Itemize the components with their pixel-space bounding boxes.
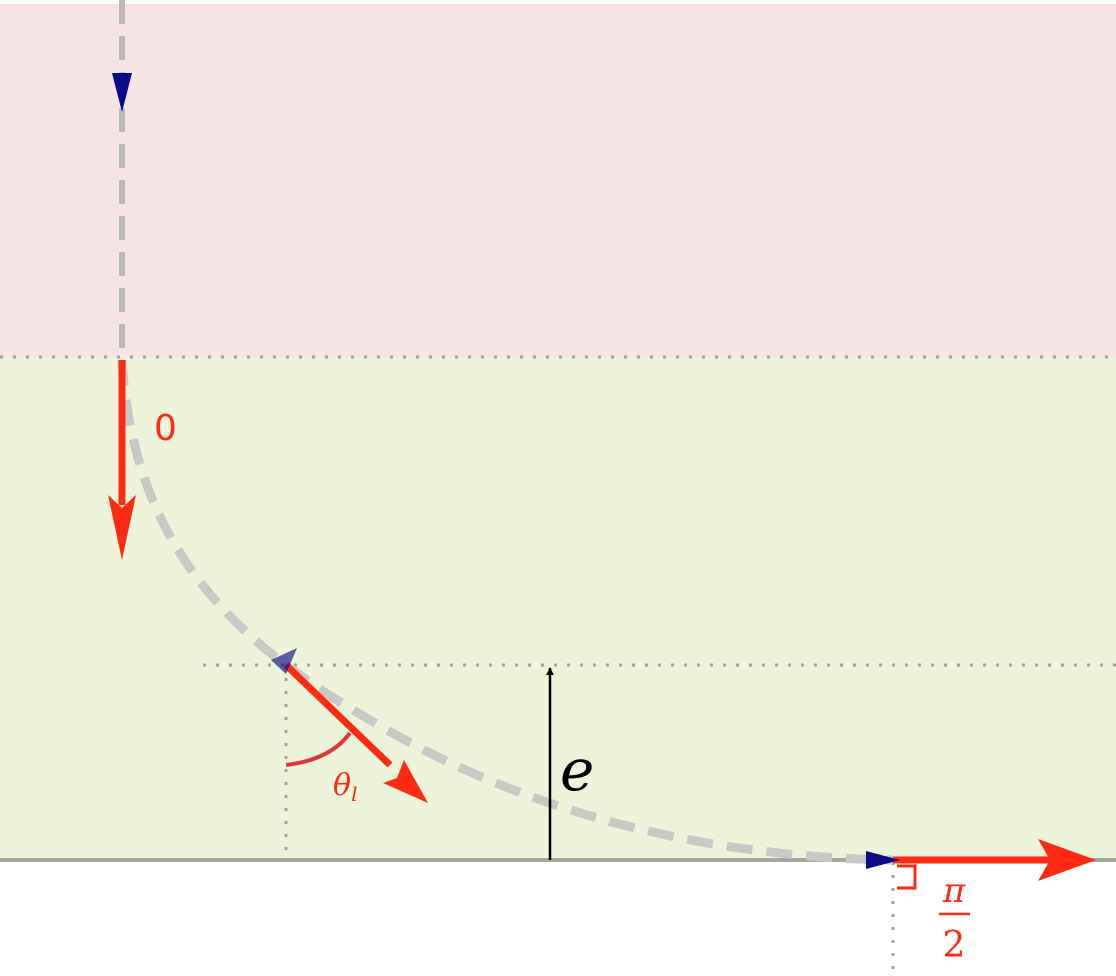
local-angle-label: θl: [333, 768, 357, 806]
exit-angle-numerator: π: [942, 871, 966, 911]
local-direction-arrow: [283, 662, 428, 803]
exit-angle-label: π 2: [939, 871, 970, 966]
local-angle-subscript: l: [351, 782, 357, 806]
incident-direction-arrow: [108, 360, 136, 560]
flow-marker-mid: [271, 648, 297, 674]
exit-angle-denominator: 2: [943, 925, 966, 966]
incident-angle-label: 0: [154, 408, 177, 449]
below-region: [0, 860, 1116, 976]
ray-path: [117, 359, 894, 865]
flow-marker-exit: [866, 851, 900, 869]
local-angle-symbol: θ: [333, 768, 351, 803]
exit-direction-arrow: [893, 839, 1096, 881]
flow-marker-top: [112, 73, 132, 112]
lower-region: [0, 357, 1116, 860]
right-angle-mark: [897, 864, 917, 890]
upper-region: [0, 4, 1116, 357]
angle-arc: [285, 731, 352, 767]
thickness-label: e: [560, 736, 594, 804]
